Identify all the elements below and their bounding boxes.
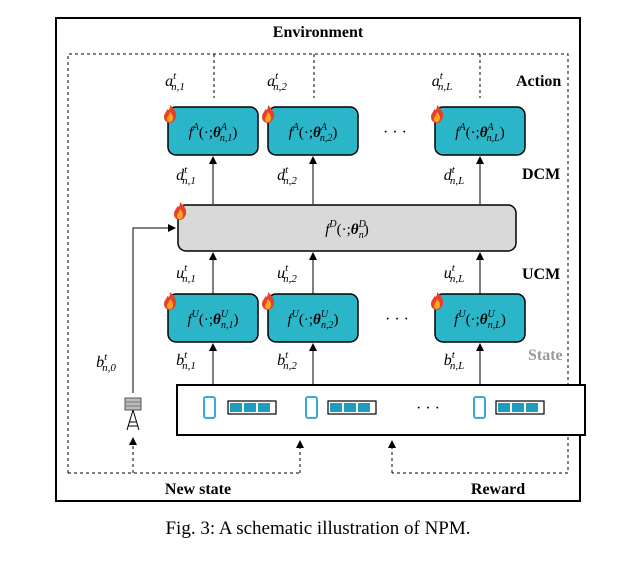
svg-text:fU(·;θUn,2): fU(·;θUn,2) (287, 309, 338, 331)
svg-text:fA(·;θAn,1): fA(·;θAn,1) (189, 122, 238, 144)
state-label: State (528, 347, 563, 364)
dcm-label: DCM (522, 166, 560, 183)
bs-arrow (132, 224, 176, 393)
svg-text:fD(·;θDn): fD(·;θDn) (325, 219, 369, 241)
ellipsis: · · · (383, 124, 407, 141)
ucm-label: UCM (522, 266, 560, 283)
state-arrows (209, 343, 484, 384)
phone-icon (203, 396, 216, 419)
action-label: Action (516, 73, 561, 90)
environment-label: Environment (273, 24, 364, 41)
dcm-arrows (209, 156, 484, 204)
phone-icon (305, 396, 318, 419)
ellipsis: · · · (385, 311, 409, 328)
environment-frame (55, 17, 581, 502)
user-2 (305, 396, 377, 419)
user-L (473, 396, 545, 419)
queue-icon (495, 400, 545, 415)
figure-caption: Fig. 3: A schematic illustration of NPM. (165, 518, 471, 539)
base-station-icon (124, 397, 142, 431)
queue-icon (227, 400, 277, 415)
svg-text:fU(·;θUn,L): fU(·;θUn,L) (454, 309, 506, 331)
ellipsis: · · · (416, 400, 440, 417)
queue-icon (327, 400, 377, 415)
user-1 (203, 396, 277, 419)
svg-text:fA(·;θAn,L): fA(·;θAn,L) (455, 122, 504, 144)
feedback-loop (67, 53, 569, 474)
ucm-arrows (209, 252, 484, 294)
new-state-label: New state (165, 481, 231, 498)
svg-text:fU(·;θUn,1): fU(·;θUn,1) (187, 309, 238, 331)
reward-label: Reward (471, 481, 525, 498)
svg-text:fA(·;θAn,2): fA(·;θAn,2) (289, 122, 338, 144)
phone-icon (473, 396, 486, 419)
